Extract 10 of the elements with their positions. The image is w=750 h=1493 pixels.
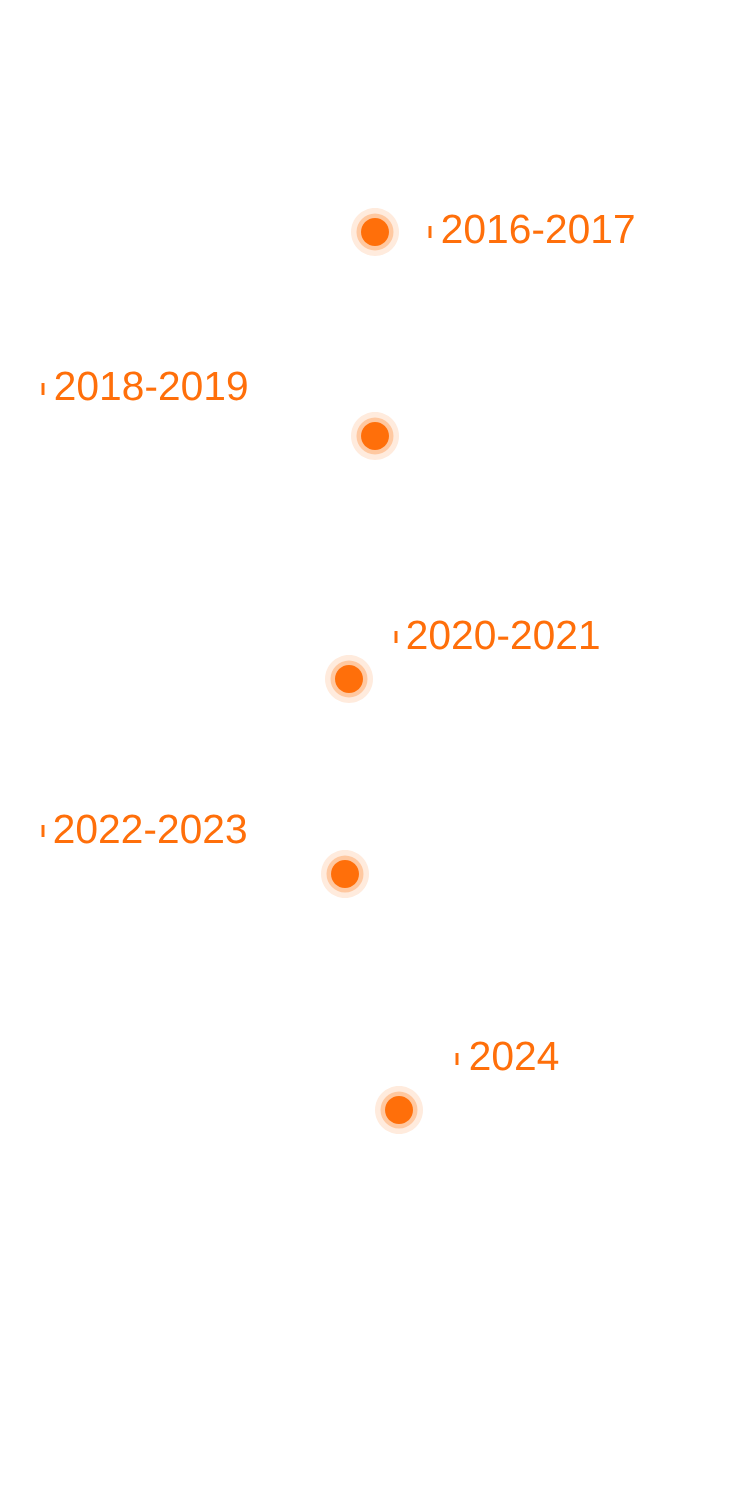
timeline-dot xyxy=(325,655,373,703)
timeline-dot xyxy=(375,1086,423,1134)
year-label: 2024 xyxy=(470,1041,559,1071)
year-label: 2020-2021 xyxy=(407,620,599,650)
timeline-dot xyxy=(351,208,399,256)
year-label: 2018-2019 xyxy=(55,371,247,401)
timeline-dot xyxy=(351,412,399,460)
timeline-dot xyxy=(321,850,369,898)
year-label: 2022-2023 xyxy=(54,814,246,844)
year-label: 2016-2017 xyxy=(442,214,634,244)
